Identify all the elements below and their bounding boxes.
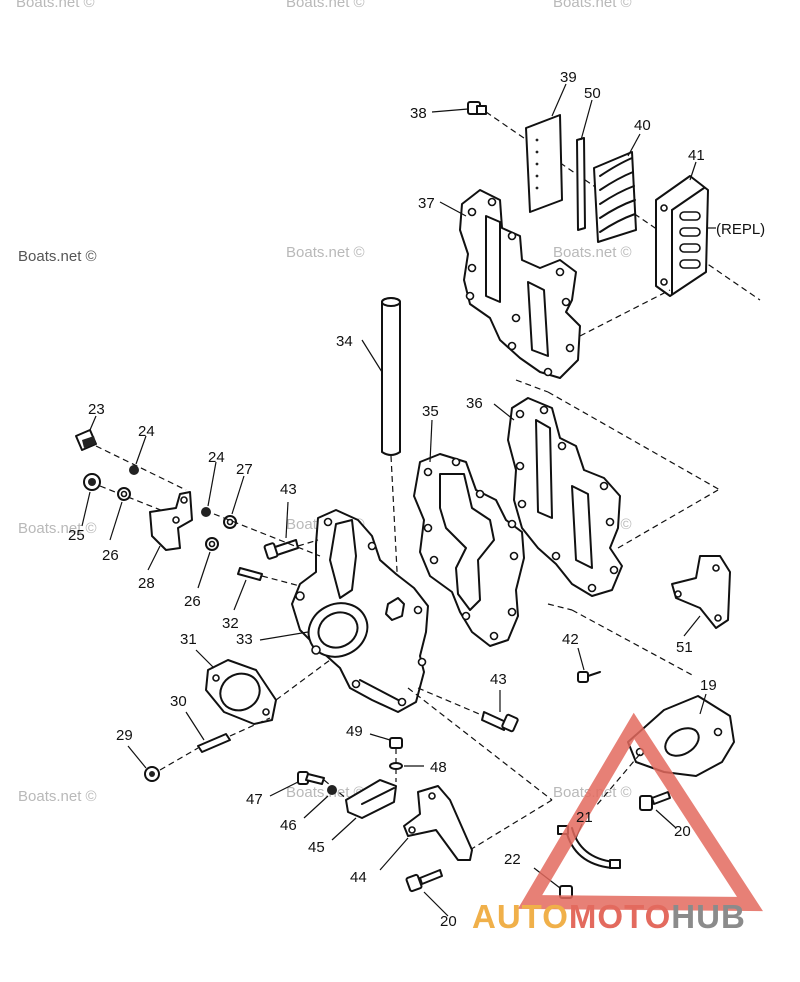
watermark: Boats.net © <box>553 244 632 261</box>
label-51: 51 <box>676 639 693 656</box>
label-50: 50 <box>584 85 601 102</box>
label-39: 39 <box>560 69 577 86</box>
part-42-screw <box>577 647 601 683</box>
part-29-nut <box>127 745 160 782</box>
part-35-gasket <box>413 419 525 647</box>
part-43-bolt-upper <box>263 501 299 560</box>
part-46-nut <box>303 785 337 819</box>
part-26-washer-b <box>197 537 219 589</box>
label-43b: 43 <box>490 671 507 688</box>
logo-hub: HUB <box>671 898 746 935</box>
part-49-screw <box>369 733 403 749</box>
label-32: 32 <box>222 615 239 632</box>
label-47: 47 <box>246 791 263 808</box>
watermark: Boats.net © <box>286 0 365 11</box>
label-40: 40 <box>634 117 651 134</box>
part-39-reed-stop <box>525 83 567 213</box>
label-20b: 20 <box>440 913 457 930</box>
part-25-nut <box>81 473 101 527</box>
watermark: Boats.net © <box>18 248 97 265</box>
part-30-stud <box>185 711 231 753</box>
watermark: Boats.net © <box>286 784 365 801</box>
part-38-screw <box>431 101 487 115</box>
part-26-washer-a <box>109 487 131 541</box>
part-34-tube <box>361 297 401 591</box>
label-48: 48 <box>430 759 447 776</box>
part-23-screw <box>75 415 97 451</box>
part-22-screw <box>533 867 573 899</box>
logo-moto: MOTO <box>568 898 672 935</box>
part-20-bolt-lower <box>405 869 449 917</box>
logo-auto: AUTO <box>472 898 569 935</box>
label-46: 46 <box>280 817 297 834</box>
part-24-nut-b <box>201 461 217 517</box>
label-37: 37 <box>418 195 435 212</box>
part-51-bracket <box>671 555 731 637</box>
part-48-washer <box>389 762 424 770</box>
part-27-washer <box>223 475 245 529</box>
label-45: 45 <box>308 839 325 856</box>
label-49: 49 <box>346 723 363 740</box>
automotohub-logo: AUTOMOTOHUB <box>472 898 746 936</box>
automotohub-logo-mark <box>517 712 763 912</box>
part-41-reed-block <box>655 161 716 297</box>
label-27: 27 <box>236 461 253 478</box>
label-22: 22 <box>504 851 521 868</box>
label-42: 42 <box>562 631 579 648</box>
label-34: 34 <box>336 333 353 350</box>
label-43a: 43 <box>280 481 297 498</box>
part-33-adapter-housing <box>259 509 429 713</box>
label-44: 44 <box>350 869 367 886</box>
label-38: 38 <box>410 105 427 122</box>
label-26a: 26 <box>102 547 119 564</box>
part-37-gasket <box>439 189 581 379</box>
watermark: Boats.net © <box>16 0 95 11</box>
label-30: 30 <box>170 693 187 710</box>
watermark: Boats.net © <box>18 788 97 805</box>
part-28-bracket <box>147 491 193 571</box>
label-36: 36 <box>466 395 483 412</box>
part-44-bracket <box>379 785 473 871</box>
label-29: 29 <box>116 727 133 744</box>
label-41: 41 <box>688 147 705 164</box>
label-25: 25 <box>68 527 85 544</box>
label-35: 35 <box>422 403 439 420</box>
part-40-reed-petals <box>593 133 641 243</box>
label-31: 31 <box>180 631 197 648</box>
part-24-nut-a <box>129 435 147 475</box>
part-45-clip <box>331 779 397 841</box>
part-20-bolt-right <box>639 791 677 829</box>
label-repl: (REPL) <box>716 221 766 238</box>
label-33: 33 <box>236 631 253 648</box>
watermark: Boats.net © <box>553 0 632 11</box>
watermark: Boats.net © <box>18 520 97 537</box>
label-28: 28 <box>138 575 155 592</box>
part-43-bolt-lower <box>481 690 519 733</box>
label-23: 23 <box>88 401 105 418</box>
label-20a: 20 <box>674 823 691 840</box>
label-24a: 24 <box>138 423 155 440</box>
part-32-stud <box>233 567 263 611</box>
part-36-gasket <box>493 397 623 597</box>
watermark: Boats.net © <box>286 244 365 261</box>
part-47-screw <box>269 771 325 797</box>
label-19: 19 <box>700 677 717 694</box>
label-24b: 24 <box>208 449 225 466</box>
label-26b: 26 <box>184 593 201 610</box>
label-21: 21 <box>576 809 593 826</box>
part-31-gasket <box>195 649 277 725</box>
part-50-shim <box>576 99 593 231</box>
